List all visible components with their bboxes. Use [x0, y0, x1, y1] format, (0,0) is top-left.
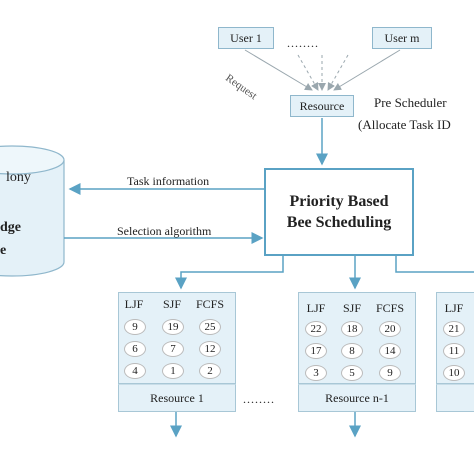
- header-ljf: LJF: [444, 301, 464, 315]
- user-1-box: User 1: [218, 27, 274, 49]
- ljf-value: 6: [124, 341, 146, 357]
- selection-algorithm-label: Selection algorithm: [117, 224, 212, 238]
- task-information-label: Task information: [127, 174, 210, 188]
- header-ljf: LJF: [306, 301, 326, 315]
- user-m-box: User m: [372, 27, 432, 49]
- request-arrows: [244, 49, 401, 91]
- sjf-value: 8: [341, 343, 363, 359]
- fcfs-value: 2: [199, 363, 221, 379]
- sjf-value: 18: [341, 321, 363, 337]
- fcfs-value: 12: [199, 341, 221, 357]
- resource-partial-bar: [436, 384, 474, 412]
- ljf-value: 11: [443, 343, 465, 359]
- resource-panel-partial: LJF 21 11 10: [436, 292, 474, 384]
- sjf-value: 1: [162, 363, 184, 379]
- resource-panel-1: LJF SJF FCFS 9 19 25 6 7 12 4 1 2: [118, 292, 236, 384]
- scheduler-line-2: Bee Scheduling: [286, 214, 392, 231]
- sjf-value: 7: [162, 341, 184, 357]
- header-sjf: SJF: [162, 297, 182, 311]
- header-ljf: LJF: [124, 297, 144, 311]
- users-ellipsis: ........: [287, 36, 319, 50]
- resource-panel-n-1: LJF SJF FCFS 22 18 20 17 8 14 3 5 9: [298, 292, 416, 384]
- fcfs-value: 14: [379, 343, 401, 359]
- scheduler-line-1: Priority Based: [289, 193, 389, 210]
- ljf-value: 3: [305, 365, 327, 381]
- colony-label-line-1: lony: [6, 170, 31, 185]
- ljf-value: 9: [124, 319, 146, 335]
- pre-scheduler-label: Pre Scheduler: [374, 95, 447, 110]
- fcfs-value: 25: [199, 319, 221, 335]
- ljf-value: 22: [305, 321, 327, 337]
- sjf-value: 19: [162, 319, 184, 335]
- header-sjf: SJF: [342, 301, 362, 315]
- between-resources-dots: ........: [243, 392, 275, 406]
- output-arrows: [170, 412, 361, 438]
- header-fcfs: FCFS: [195, 297, 225, 311]
- fcfs-value: 20: [379, 321, 401, 337]
- ljf-value: 10: [443, 365, 465, 381]
- header-fcfs: FCFS: [375, 301, 405, 315]
- sjf-value: 5: [341, 365, 363, 381]
- pre-scheduler-allocate-label: (Allocate Task ID: [358, 117, 451, 132]
- fcfs-value: 9: [379, 365, 401, 381]
- ljf-value: 4: [124, 363, 146, 379]
- colony-label-line-2: dge: [0, 220, 21, 235]
- distribution-lines: [175, 256, 474, 290]
- resource-1-bar: Resource 1: [118, 384, 236, 412]
- colony-label-line-3: e: [0, 243, 7, 258]
- database-cylinder: [0, 145, 65, 277]
- resource-n-1-bar: Resource n-1: [298, 384, 416, 412]
- priority-based-bee-scheduling-box: Priority Based Bee Scheduling: [264, 168, 414, 256]
- resource-box: Resource: [290, 95, 354, 117]
- ljf-value: 21: [443, 321, 465, 337]
- ljf-value: 17: [305, 343, 327, 359]
